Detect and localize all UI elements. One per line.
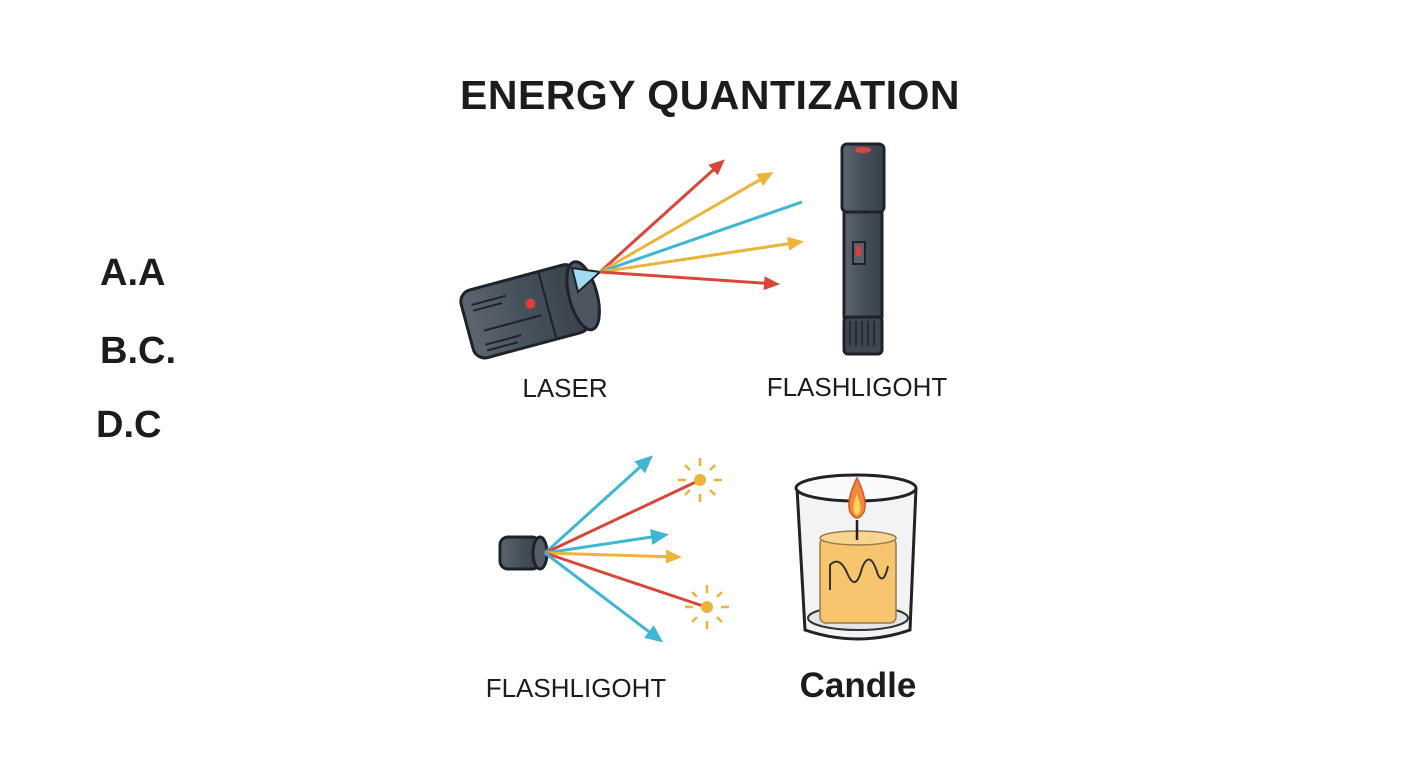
laser-device xyxy=(459,260,603,360)
flashlight-device xyxy=(840,142,886,356)
flashlight-top-label: FLASHLIGOHT xyxy=(766,372,948,402)
answer-option-d[interactable]: D.C xyxy=(96,404,162,446)
candle-in-glass xyxy=(794,473,918,641)
answer-option-b[interactable]: B.C. xyxy=(100,330,176,372)
laser-label: LASER xyxy=(522,373,608,403)
sparkle-icon xyxy=(678,458,722,502)
candle-label: Candle xyxy=(799,666,917,705)
flashlight-bottom-label: FLASHLIGOHT xyxy=(485,673,667,703)
emitted-rays xyxy=(543,455,707,643)
laser-rays xyxy=(598,159,804,291)
laser-indicator-light xyxy=(525,298,536,309)
answer-option-a[interactable]: A.A xyxy=(100,252,166,294)
page-title: ENERGY QUANTIZATION xyxy=(460,72,960,118)
small-light-source xyxy=(498,535,549,571)
sparkle-icon xyxy=(685,585,729,629)
